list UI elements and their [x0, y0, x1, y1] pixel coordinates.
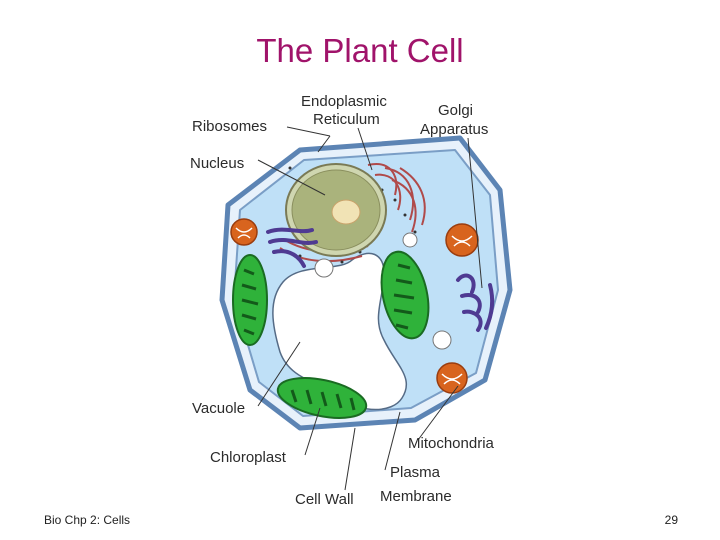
plant-cell-diagram: Endoplasmic Reticulum Golgi Apparatus Ri… [190, 93, 513, 508]
vesicle [314, 232, 452, 350]
slide-title: The Plant Cell [256, 32, 464, 69]
label-mitochondria: Mitochondria [408, 435, 495, 452]
label-reticulum: Reticulum [313, 111, 380, 128]
golgi-apparatus-left [266, 227, 318, 268]
label-cell-wall: Cell Wall [295, 491, 354, 508]
leader-lines [257, 126, 483, 491]
label-plasma: Plasma [390, 464, 441, 481]
label-nucleus: Nucleus [190, 155, 244, 172]
chloroplast-bottom [276, 377, 368, 419]
vacuole [272, 252, 408, 411]
chloroplast-left [232, 254, 268, 346]
chloroplast-right [380, 250, 430, 340]
mitochondria [230, 218, 479, 394]
page-number: 29 [664, 513, 678, 527]
footer-course-label: Bio Chp 2: Cells [44, 513, 131, 527]
golgi-apparatus-right [456, 273, 495, 332]
label-golgi: Golgi [438, 102, 473, 119]
label-ribosomes: Ribosomes [192, 118, 267, 135]
label-endoplasmic: Endoplasmic [301, 93, 387, 110]
label-vacuole: Vacuole [192, 400, 245, 417]
label-membrane: Membrane [380, 488, 452, 505]
label-chloroplast: Chloroplast [210, 449, 287, 466]
label-apparatus: Apparatus [420, 121, 488, 138]
